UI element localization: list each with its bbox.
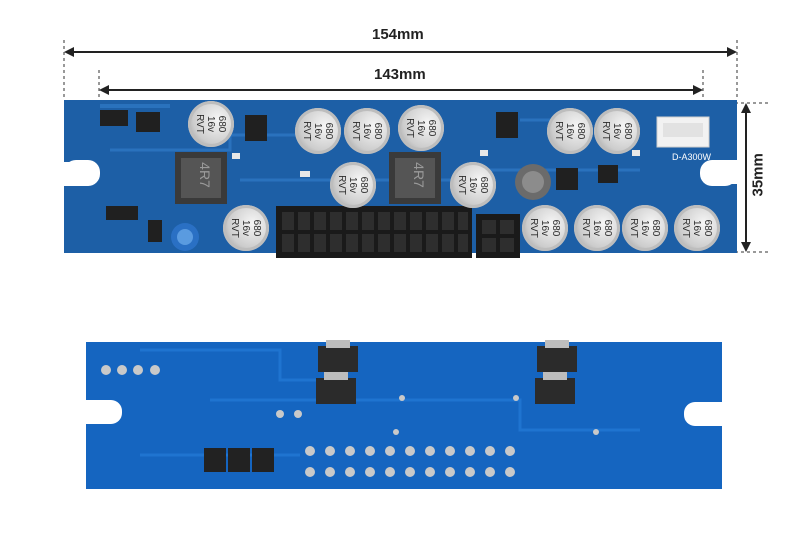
overall-width-label: 154mm (372, 26, 424, 43)
inner-width-label: 143mm (374, 66, 426, 83)
board-marking: D-A300W (672, 152, 712, 162)
